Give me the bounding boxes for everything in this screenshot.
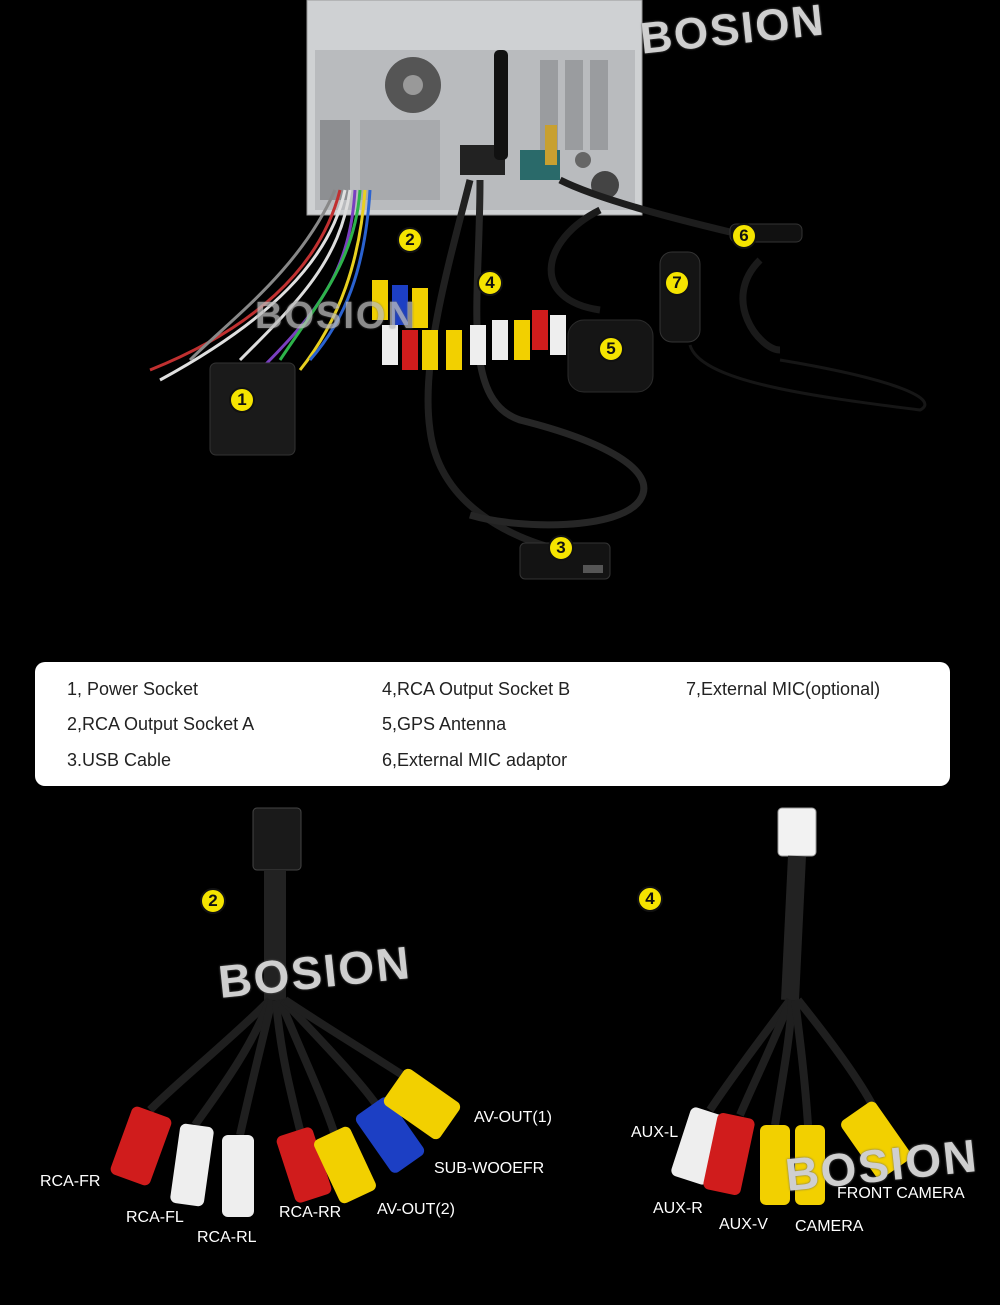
marker-7: 7 [664, 270, 690, 296]
label-aux-r: AUX-R [653, 1200, 703, 1217]
head-unit-chassis [306, 0, 643, 216]
legend-item-gps-antenna: 5,GPS Antenna [382, 714, 507, 734]
label-rca-fr: RCA-FR [40, 1173, 101, 1190]
marker-3: 3 [548, 535, 574, 561]
legend-item-mic-adaptor: 6,External MIC adaptor [382, 750, 568, 770]
label-sub-woofer: SUB-WOOEFR [434, 1160, 545, 1177]
label-rca-fl: RCA-FL [126, 1209, 184, 1226]
legend-item-usb-cable: 3.USB Cable [67, 750, 172, 770]
external-mic [659, 251, 701, 343]
label-front-camera: FRONT CAMERA [837, 1185, 965, 1202]
section-marker-4: 4 [637, 886, 663, 912]
label-rca-rl: RCA-RL [197, 1229, 257, 1246]
marker-1: 1 [229, 387, 255, 413]
marker-5: 5 [598, 336, 624, 362]
label-aux-v: AUX-V [719, 1216, 768, 1233]
power-socket-connector [209, 362, 296, 456]
label-rca-rr: RCA-RR [279, 1204, 342, 1221]
legend-item-rca-socket-a: 2,RCA Output Socket A [67, 714, 255, 734]
label-av-out-1: AV-OUT(1) [474, 1109, 552, 1126]
marker-2: 2 [397, 227, 423, 253]
cable-bundle [424, 176, 927, 554]
legend-item-external-mic: 7,External MIC(optional) [686, 679, 881, 699]
marker-6: 6 [731, 223, 757, 249]
section-marker-2: 2 [200, 888, 226, 914]
legend-item-power-socket: 1, Power Socket [67, 679, 199, 699]
harness-a-illustration [110, 807, 461, 1217]
legend-panel: 1, Power Socket 2,RCA Output Socket A 3.… [35, 662, 950, 786]
harness-b-illustration [671, 807, 911, 1205]
legend-item-rca-socket-b: 4,RCA Output Socket B [382, 679, 571, 699]
rca-cluster-top [372, 280, 566, 370]
label-camera: CAMERA [795, 1218, 864, 1235]
marker-4: 4 [477, 270, 503, 296]
watermark-top-middle: BOSION [255, 295, 417, 337]
power-wire-bundle [149, 189, 372, 382]
label-aux-l: AUX-L [631, 1124, 679, 1141]
label-av-out-2: AV-OUT(2) [377, 1201, 455, 1218]
